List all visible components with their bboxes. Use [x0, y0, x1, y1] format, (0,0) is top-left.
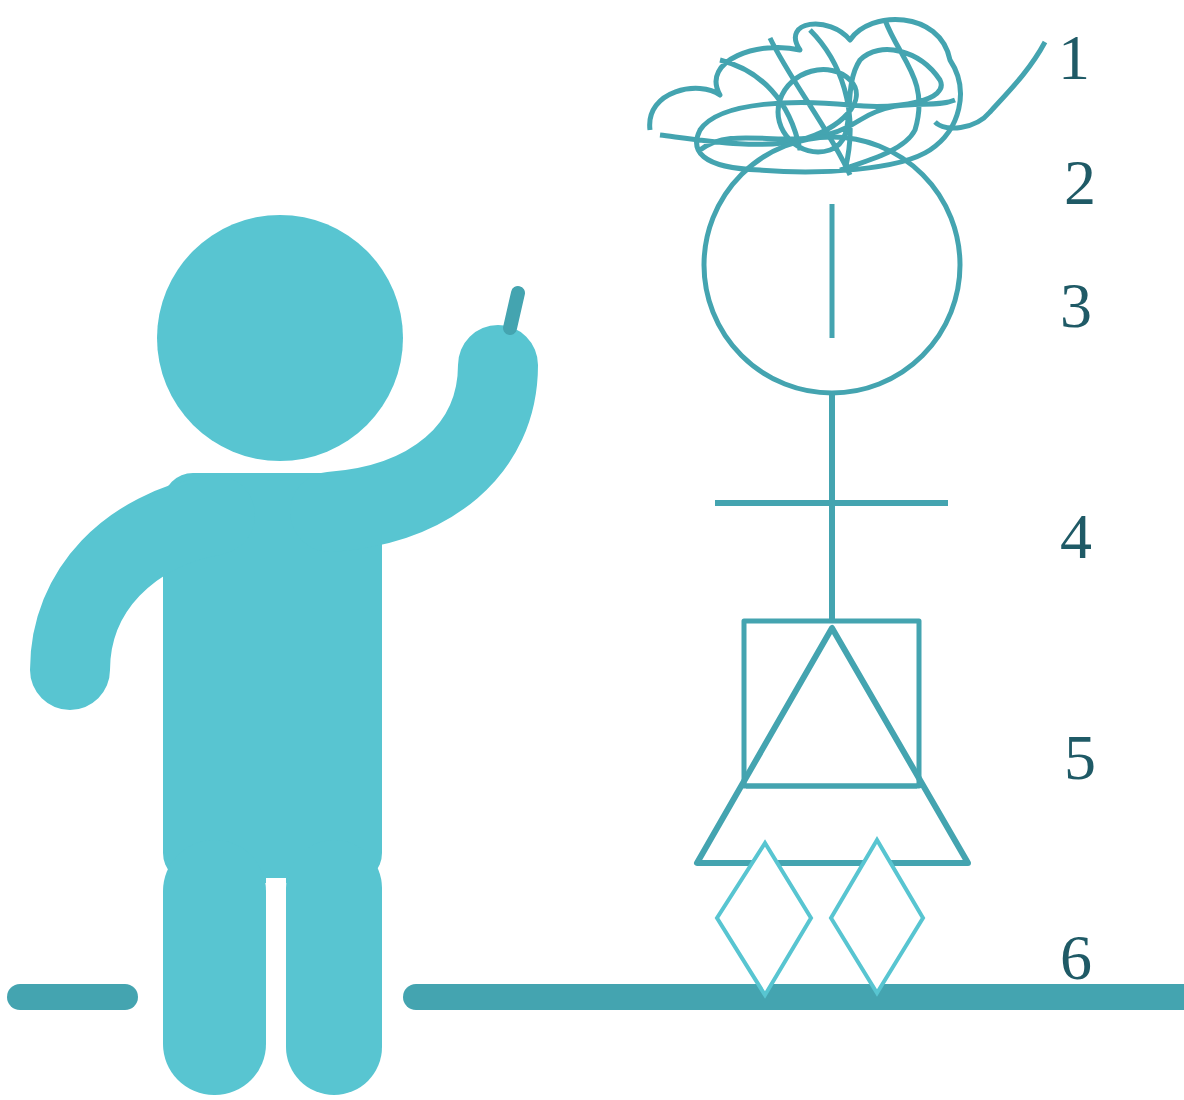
drawn-arms	[715, 500, 948, 506]
drawn-triangle	[697, 628, 968, 863]
drawn-nose	[830, 204, 835, 338]
drawn-neck	[829, 393, 835, 621]
drawn-line	[746, 784, 917, 789]
chalk	[510, 293, 518, 328]
person-head	[157, 215, 403, 461]
callout-number: 2	[1064, 151, 1096, 215]
drawn-diamond	[831, 840, 923, 993]
callout-number: 4	[1060, 505, 1092, 569]
hair-scribble	[935, 42, 1045, 128]
hair-scribble	[650, 20, 961, 175]
board-drawing	[650, 20, 1045, 863]
callout-number: 1	[1058, 26, 1090, 90]
floor-line	[20, 984, 125, 1010]
person-arm	[330, 365, 498, 512]
callout-number: 3	[1060, 274, 1092, 338]
callout-number: 6	[1060, 926, 1092, 990]
person-leg	[286, 840, 382, 1095]
drawn-head	[704, 137, 960, 393]
person-leg	[163, 840, 266, 1095]
drawn-square	[744, 621, 919, 786]
leg-gap	[266, 878, 286, 1098]
drawn-diamond	[717, 843, 811, 995]
person-arm	[70, 515, 215, 670]
callout-number: 5	[1064, 726, 1096, 790]
